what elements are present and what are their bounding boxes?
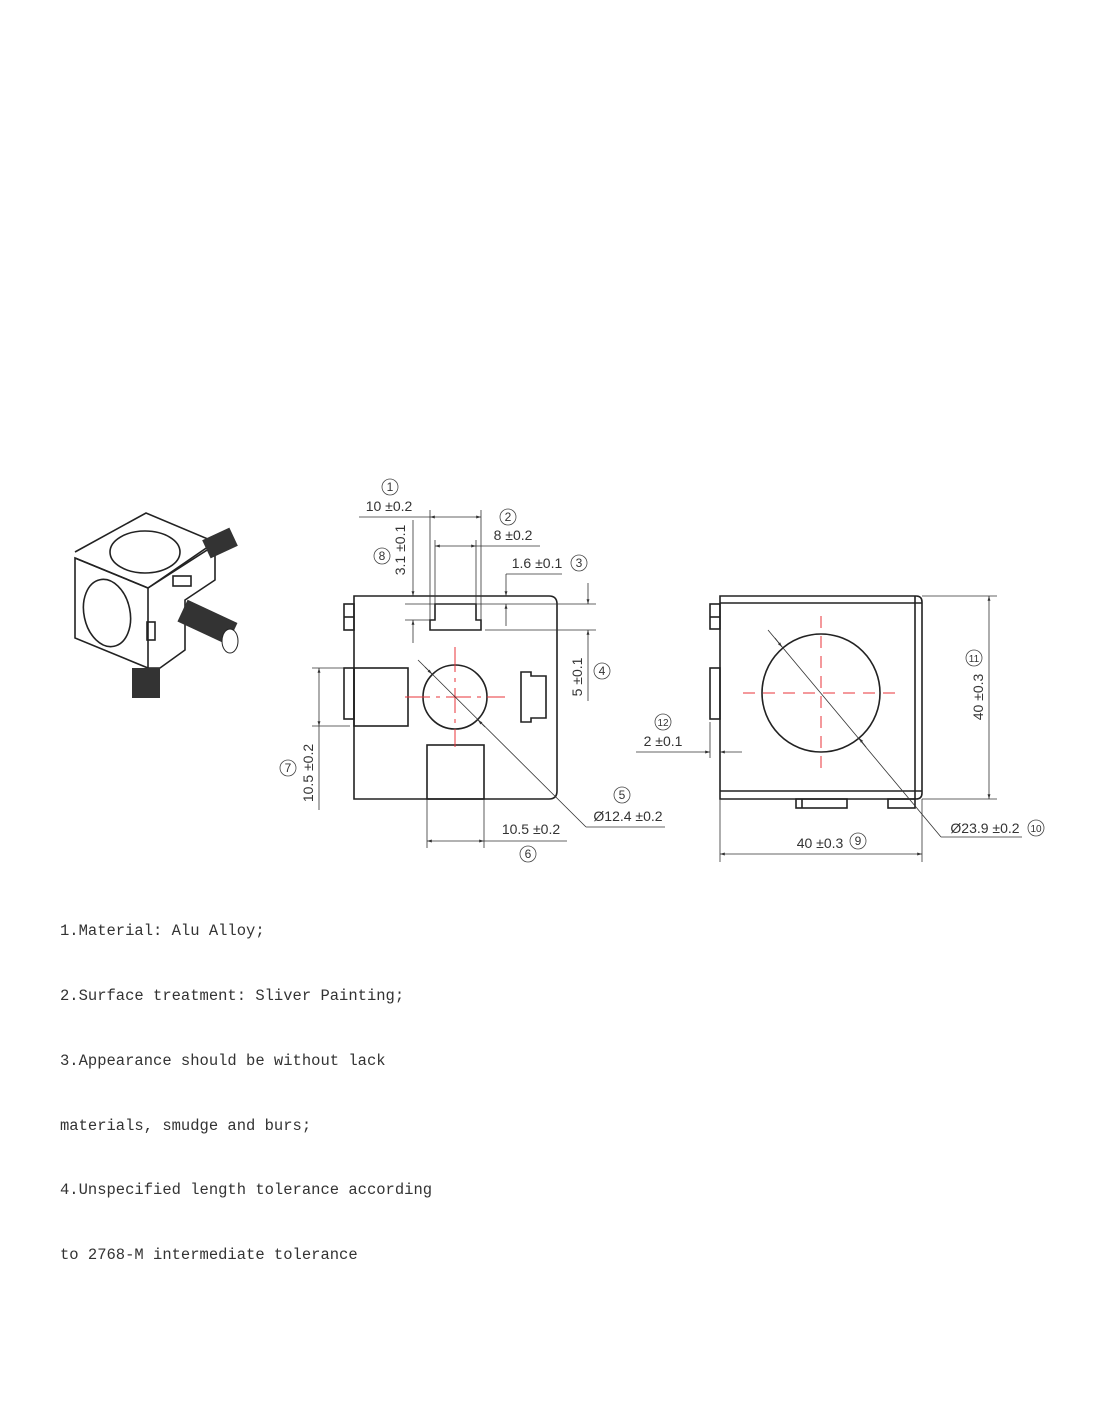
note-line: 3.Appearance should be without lack: [60, 1051, 386, 1070]
side-view: [636, 595, 1022, 862]
note-line: to 2768-M intermediate tolerance: [60, 1246, 358, 1265]
note-line: materials, smudge and burs;: [60, 1116, 312, 1135]
callout-4: [593, 662, 611, 680]
callout-1-label: 1: [387, 480, 394, 494]
dim-2-text: 8 ±0.2: [494, 527, 533, 543]
front-view: [312, 510, 665, 848]
dim-3-text: 1.6 ±0.1: [512, 555, 563, 571]
callout-10: [1027, 819, 1045, 837]
callout-5-label: 5: [619, 788, 626, 802]
dim-6-text: 10.5 ±0.2: [502, 821, 560, 837]
callout-9: [849, 832, 867, 850]
dim-10-text: Ø23.9 ±0.2: [950, 820, 1019, 836]
callout-12: [654, 713, 672, 731]
callout-3: [570, 554, 588, 572]
callout-8: [373, 547, 391, 565]
callout-5: [613, 786, 631, 804]
callout-2-label: 2: [505, 510, 512, 524]
callout-1: [381, 478, 399, 496]
callout-2: [499, 508, 517, 526]
callout-6: [519, 845, 537, 863]
callout-3-label: 3: [576, 556, 583, 570]
dim-1-text: 10 ±0.2: [366, 498, 413, 514]
callout-9-label: 9: [855, 834, 862, 848]
note-line: 1.Material: Alu Alloy;: [60, 922, 265, 941]
dim-9-text: 40 ±0.3: [797, 835, 844, 851]
callout-8-label: 8: [379, 549, 386, 563]
callout-4-label: 4: [599, 664, 606, 678]
callout-7: [279, 759, 297, 777]
callout-11-label: 11: [969, 654, 980, 665]
isometric-view: [74, 512, 239, 698]
callout-7-label: 7: [285, 761, 292, 775]
callout-10-label: 10: [1030, 824, 1042, 835]
dim-5-text: Ø12.4 ±0.2: [593, 808, 662, 824]
callout-11: [965, 649, 983, 667]
technical-notes: 1.Material: Alu Alloy; 2.Surface treatme…: [60, 878, 432, 1288]
dim-4-text: 5 ±0.1: [569, 657, 585, 696]
dim-8-text: 3.1 ±0.1: [392, 525, 408, 576]
callout-12-label: 12: [657, 718, 669, 729]
dim-7-text: 10.5 ±0.2: [300, 744, 316, 802]
dim-12-text: 2 ±0.1: [644, 733, 683, 749]
note-line: 4.Unspecified length tolerance according: [60, 1181, 433, 1200]
dim-11-text: 40 ±0.3: [970, 673, 986, 720]
callout-6-label: 6: [525, 847, 532, 861]
note-line: 2.Surface treatment: Sliver Painting;: [60, 986, 405, 1005]
